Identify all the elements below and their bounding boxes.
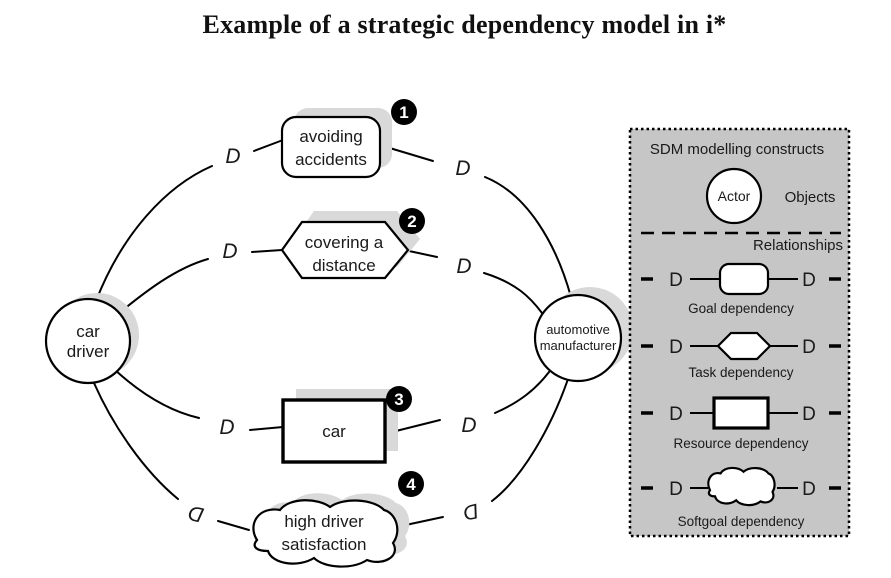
legend-task-shape [716,331,772,361]
actor-circle [44,297,132,385]
dependency-link [93,382,179,500]
actor-circle [533,293,623,383]
actor-label: manufacturer [540,338,617,353]
legend-row-label: Softgoal dependency [678,514,805,529]
dependency-label-d: D [222,240,237,263]
legend-row-label: Task dependency [688,365,793,380]
dependency-link [217,520,250,531]
dependency-link [491,378,569,502]
legend-d-label: D [669,337,683,358]
dependency-link [113,368,200,419]
dependency-link [483,272,543,314]
legend-task-row: D D Task dependency [641,331,841,380]
dependency-link [484,176,572,298]
legend-d-label: D [802,479,816,500]
badge-3 [386,386,412,412]
badge-4 [398,471,424,497]
badge-4-number: 4 [406,475,416,494]
actor-car-driver: car driver [44,293,139,385]
resource-shape [281,398,387,464]
legend-relationships-heading: Relationships [753,237,843,254]
dependency-link [95,165,213,302]
dependency-link [494,371,550,414]
goal-label: avoiding [299,127,362,146]
legend-resource-shape [712,396,770,430]
legend-row-label: Resource dependency [673,436,808,451]
legend-resource-row: D D Resource dependency [641,396,841,451]
softgoal-high-driver-satisfaction: high driver satisfaction 4 [253,471,424,567]
resource-car: car 3 [281,386,412,464]
dependency-label-d: D [456,255,471,278]
legend-row-label: Goal dependency [688,301,794,316]
legend-softgoal-row: D D Softgoal dependency [641,468,841,529]
task-shape [280,220,410,280]
badge-2 [399,208,425,234]
goal-label: accidents [295,150,367,169]
actor-label: automotive [546,322,610,337]
legend-goal-row: D D Goal dependency [641,262,841,316]
dependency-label-d: D [219,416,234,439]
dependency-link [251,249,283,253]
goal-shape [280,115,382,179]
softgoal-label: high driver [284,512,364,531]
badge-1 [391,99,417,125]
legend-d-label: D [669,270,683,291]
badge-1-number: 1 [399,103,408,122]
dependency-label-d: D [225,145,240,168]
task-label: distance [312,256,375,275]
goal-avoiding-accidents: avoiding accidents 1 [280,99,417,179]
dependency-label-d: D [461,499,481,525]
page-title: Example of a strategic dependency model … [202,10,727,39]
dependency-label-d: D [455,157,470,180]
badge-2-number: 2 [407,212,416,231]
legend-actor-circle [705,167,763,225]
dependency-link [253,139,284,152]
legend-d-label: D [802,404,816,425]
dependency-label-d: D [461,414,476,437]
task-label: covering a [305,233,384,252]
legend: SDM modelling constructs Actor Objects R… [628,127,851,538]
actor-automotive-manufacturer: automotive manufacturer [533,287,633,383]
legend-d-label: D [669,479,683,500]
legend-title: SDM modelling constructs [650,141,824,158]
dependency-links [93,139,572,531]
task-covering-a-distance: covering a distance 2 [280,208,425,280]
softgoal-shape [253,500,397,566]
softgoal-label: satisfaction [281,535,366,554]
legend-objects-caption: Objects [785,189,836,206]
dependency-link [408,250,438,258]
legend-d-label: D [802,270,816,291]
legend-goal-shape [718,262,770,296]
legend-d-label: D [802,337,816,358]
actor-label: car [76,322,100,341]
dependency-d-labels: D D D D D D D D [186,145,481,526]
dependency-link [249,426,284,431]
legend-actor-label: Actor [718,188,751,204]
legend-d-label: D [669,404,683,425]
badge-3-number: 3 [394,390,403,409]
actor-label: driver [67,342,110,361]
dependency-label-d: D [186,501,206,527]
legend-softgoal-shape [708,468,774,505]
dependency-link [117,258,209,315]
resource-label: car [322,422,346,441]
